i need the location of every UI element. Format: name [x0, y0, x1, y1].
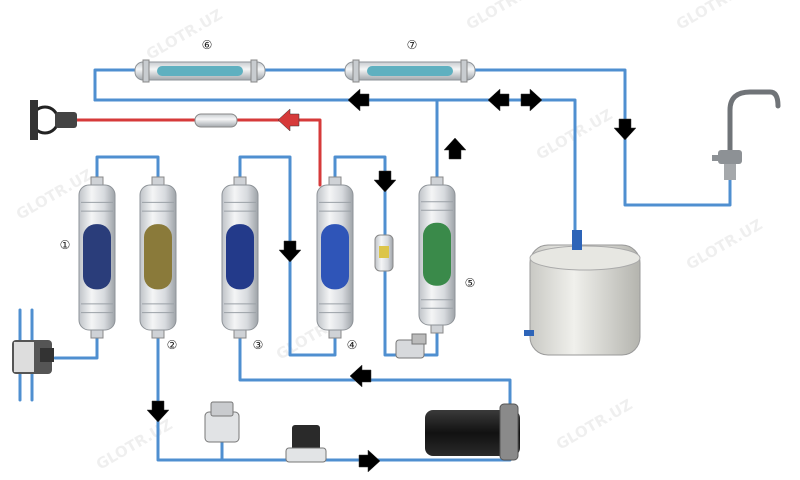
pipe-1-to-2 — [95, 155, 160, 187]
filter-5-cartridge-icon — [418, 176, 456, 334]
flow-arrow-icon — [146, 400, 170, 423]
vertical-filters — [78, 176, 456, 339]
flow-arrow-icon — [520, 88, 543, 112]
flush-valve-icon — [395, 333, 427, 359]
filter-4-cartridge-icon — [316, 176, 354, 339]
watermark-text: GLOTR.UZ — [553, 395, 636, 453]
filter-5-label: ⑤ — [465, 276, 476, 290]
flow-restrictor-icon — [194, 113, 238, 128]
flow-arrow-icon — [487, 88, 510, 112]
flow-arrow-red-icon — [277, 108, 300, 132]
drain-line — [73, 118, 322, 187]
filter-7-label: ⑦ — [407, 38, 418, 52]
pipe-7-to-faucet — [473, 68, 732, 207]
filter-labels: ① ② ③ ④ ⑤ ⑥ ⑦ — [60, 38, 476, 352]
filter-4-label: ④ — [347, 338, 358, 352]
filter-6-label: ⑥ — [202, 38, 213, 52]
filter-2-label: ② — [167, 338, 178, 352]
booster-pump-icon — [425, 403, 520, 461]
filter-1-label: ① — [60, 238, 71, 252]
drain-saddle-icon — [30, 100, 77, 140]
storage-tank-icon — [524, 230, 641, 356]
filter-2-cartridge-icon — [139, 176, 177, 339]
check-valve-icon — [374, 234, 394, 272]
filter-3-cartridge-icon — [221, 176, 259, 339]
watermark-text: GLOTR.UZ — [143, 5, 226, 63]
watermark-text: GLOTR.UZ — [93, 415, 176, 473]
pipe-return-line — [93, 98, 577, 232]
filter-1-cartridge-icon — [78, 176, 116, 339]
solenoid-valve-icon — [285, 425, 327, 463]
flow-arrow-icon — [278, 240, 302, 263]
faucet-icon — [712, 89, 781, 180]
post-filters — [134, 59, 476, 83]
filter-6-cartridge-icon — [134, 59, 266, 83]
watermark-text: GLOTR.UZ — [463, 0, 546, 33]
flow-arrow-icon — [373, 170, 397, 193]
flow-arrow-icon — [349, 364, 372, 388]
pipe-pump-to-3 — [238, 328, 512, 407]
flow-arrow-icon — [358, 449, 381, 473]
filter-7-cartridge-icon — [344, 59, 476, 83]
flow-arrow-icon — [443, 137, 467, 160]
flow-arrows — [146, 88, 637, 473]
flow-arrow-icon — [613, 118, 637, 141]
flow-arrow-icon — [347, 88, 370, 112]
pipe-drain-red — [73, 118, 322, 187]
watermark-text: GLOTR.UZ — [673, 0, 756, 33]
feed-valve-icon — [12, 340, 54, 374]
pipe-inlet — [53, 328, 99, 360]
pressure-switch-icon — [204, 401, 240, 443]
watermark-text: GLOTR.UZ — [683, 215, 766, 273]
filter-3-label: ③ — [253, 338, 264, 352]
pipe-top-loop — [93, 68, 137, 102]
